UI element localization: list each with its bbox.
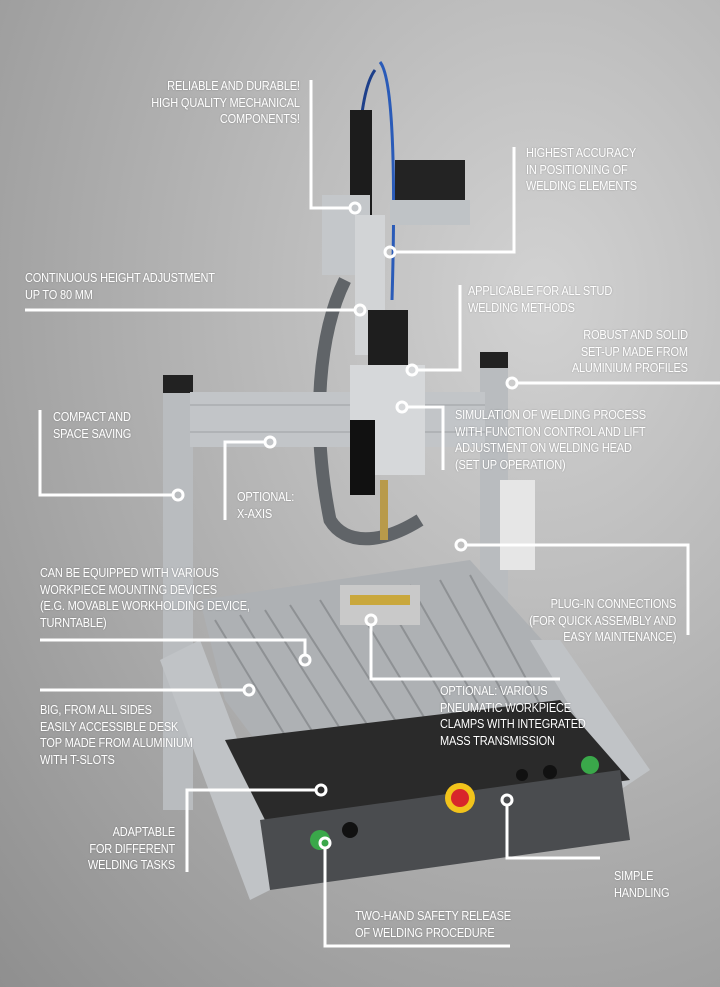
callout-line: EASY MAINTENANCE): [563, 630, 676, 644]
callout-line: CONTINUOUS HEIGHT ADJUSTMENT: [25, 271, 215, 285]
left-column: [163, 380, 193, 810]
callout-line: SIMPLE: [614, 869, 654, 883]
callout-lines: [25, 80, 720, 948]
cable-chain: [350, 110, 372, 220]
callout-line: OF WELDING PROCEDURE: [355, 925, 495, 940]
x-axis-beam: [190, 392, 485, 447]
callout-line: WELDING METHODS: [468, 300, 575, 315]
callout-line: CAN BE EQUIPPED WITH VARIOUS: [40, 566, 219, 580]
callout-robust: ROBUST AND SOLID SET-UP MADE FROM ALUMINIU…: [572, 327, 688, 377]
valve-block: [395, 160, 465, 200]
callout-line: PNEUMATIC WORKPIECE: [440, 700, 571, 715]
callout-plugin: PLUG-IN CONNECTIONS (FOR QUICK ASSEMBLY A…: [529, 596, 676, 646]
callout-line: WELDING ELEMENTS: [526, 179, 637, 193]
callout-x-axis: OPTIONAL: X-AXIS: [237, 489, 294, 522]
callout-line: ADJUSTMENT ON WELDING HEAD: [455, 441, 632, 455]
callout-line: COMPONENTS!: [220, 112, 300, 126]
callout-line: TURNTABLE): [40, 615, 107, 630]
callout-compact: COMPACT AND SPACE SAVING: [53, 409, 131, 442]
callout-line: ADAPTABLE: [112, 825, 176, 839]
callout-line: WITH T-SLOTS: [40, 752, 115, 767]
callout-line: APPLICABLE FOR ALL STUD: [468, 284, 613, 298]
callout-line: HANDLING: [614, 885, 670, 900]
callout-line: CLAMPS WITH INTEGRATED: [440, 717, 586, 731]
callout-line: WITH FUNCTION CONTROL AND LIFT: [455, 424, 646, 439]
start-button-right: [581, 756, 599, 774]
callout-line: WELDING TASKS: [87, 858, 175, 872]
button-black-left: [342, 822, 358, 838]
callout-line: COMPACT AND: [53, 410, 131, 424]
callout-line: OPTIONAL:: [237, 490, 295, 504]
callout-line: MASS TRANSMISSION: [440, 733, 555, 748]
callout-line: FOR DIFFERENT: [89, 841, 175, 856]
callout-line: IN POSITIONING OF: [526, 162, 628, 177]
control-panel-top: [225, 700, 630, 830]
callout-equipped: CAN BE EQUIPPED WITH VARIOUS WORKPIECE MO…: [40, 565, 250, 631]
callout-adaptable: ADAPTABLE FOR DIFFERENT WELDING TASKS: [88, 824, 175, 874]
callout-height: CONTINUOUS HEIGHT ADJUSTMENT UP TO 80 MM: [25, 270, 215, 303]
callout-applicable: APPLICABLE FOR ALL STUD WELDING METHODS: [468, 283, 612, 316]
callout-reliable: RELIABLE AND DURABLE! HIGH QUALITY MECHAN…: [151, 78, 300, 128]
callout-line: X-AXIS: [237, 506, 273, 521]
callout-line: (E.G. MOVABLE WORKHOLDING DEVICE,: [40, 599, 250, 613]
callout-line: UP TO 80 MM: [25, 287, 93, 302]
callout-line: HIGH QUALITY MECHANICAL: [151, 95, 300, 110]
callout-line: OPTIONAL: VARIOUS: [440, 684, 548, 698]
callout-desk: BIG, FROM ALL SIDES EASILY ACCESSIBLE DES…: [40, 702, 193, 768]
callout-line: PLUG-IN CONNECTIONS: [550, 597, 676, 611]
callout-line: ALUMINIUM PROFILES: [571, 361, 688, 375]
callout-line: (SET UP OPERATION): [455, 457, 566, 472]
callout-line: RELIABLE AND DURABLE!: [167, 79, 300, 93]
callout-line: ROBUST AND SOLID: [583, 328, 688, 342]
callout-line: BIG, FROM ALL SIDES: [40, 703, 152, 717]
left-front-rail: [160, 640, 290, 900]
callout-line: HIGHEST ACCURACY: [526, 146, 637, 160]
callout-line: TOP MADE FROM ALUMINIUM: [40, 736, 193, 750]
callout-line: SPACE SAVING: [53, 426, 132, 441]
callout-markers: [171, 201, 519, 850]
callout-line: WORKPIECE MOUNTING DEVICES: [40, 582, 217, 597]
callout-handling: SIMPLE HANDLING: [614, 868, 670, 901]
callout-two-hand: TWO-HAND SAFETY RELEASE OF WELDING PROCED…: [355, 908, 511, 941]
control-panel-front: [260, 770, 630, 890]
callout-line: TWO-HAND SAFETY RELEASE: [355, 909, 511, 923]
callout-line: EASILY ACCESSIBLE DESK: [40, 719, 179, 734]
welding-gun: [380, 480, 388, 540]
callout-line: SET-UP MADE FROM: [580, 344, 688, 359]
callout-line: SIMULATION OF WELDING PROCESS: [455, 408, 646, 422]
callout-clamps: OPTIONAL: VARIOUS PNEUMATIC WORKPIECE CLAM…: [440, 683, 586, 749]
callout-accuracy: HIGHEST ACCURACY IN POSITIONING OF WELDING…: [526, 145, 637, 195]
emergency-stop-button: [451, 789, 469, 807]
callout-line: (FOR QUICK ASSEMBLY AND: [528, 613, 676, 628]
key-switch: [516, 769, 528, 781]
callout-simulation: SIMULATION OF WELDING PROCESS WITH FUNCTI…: [455, 407, 646, 473]
